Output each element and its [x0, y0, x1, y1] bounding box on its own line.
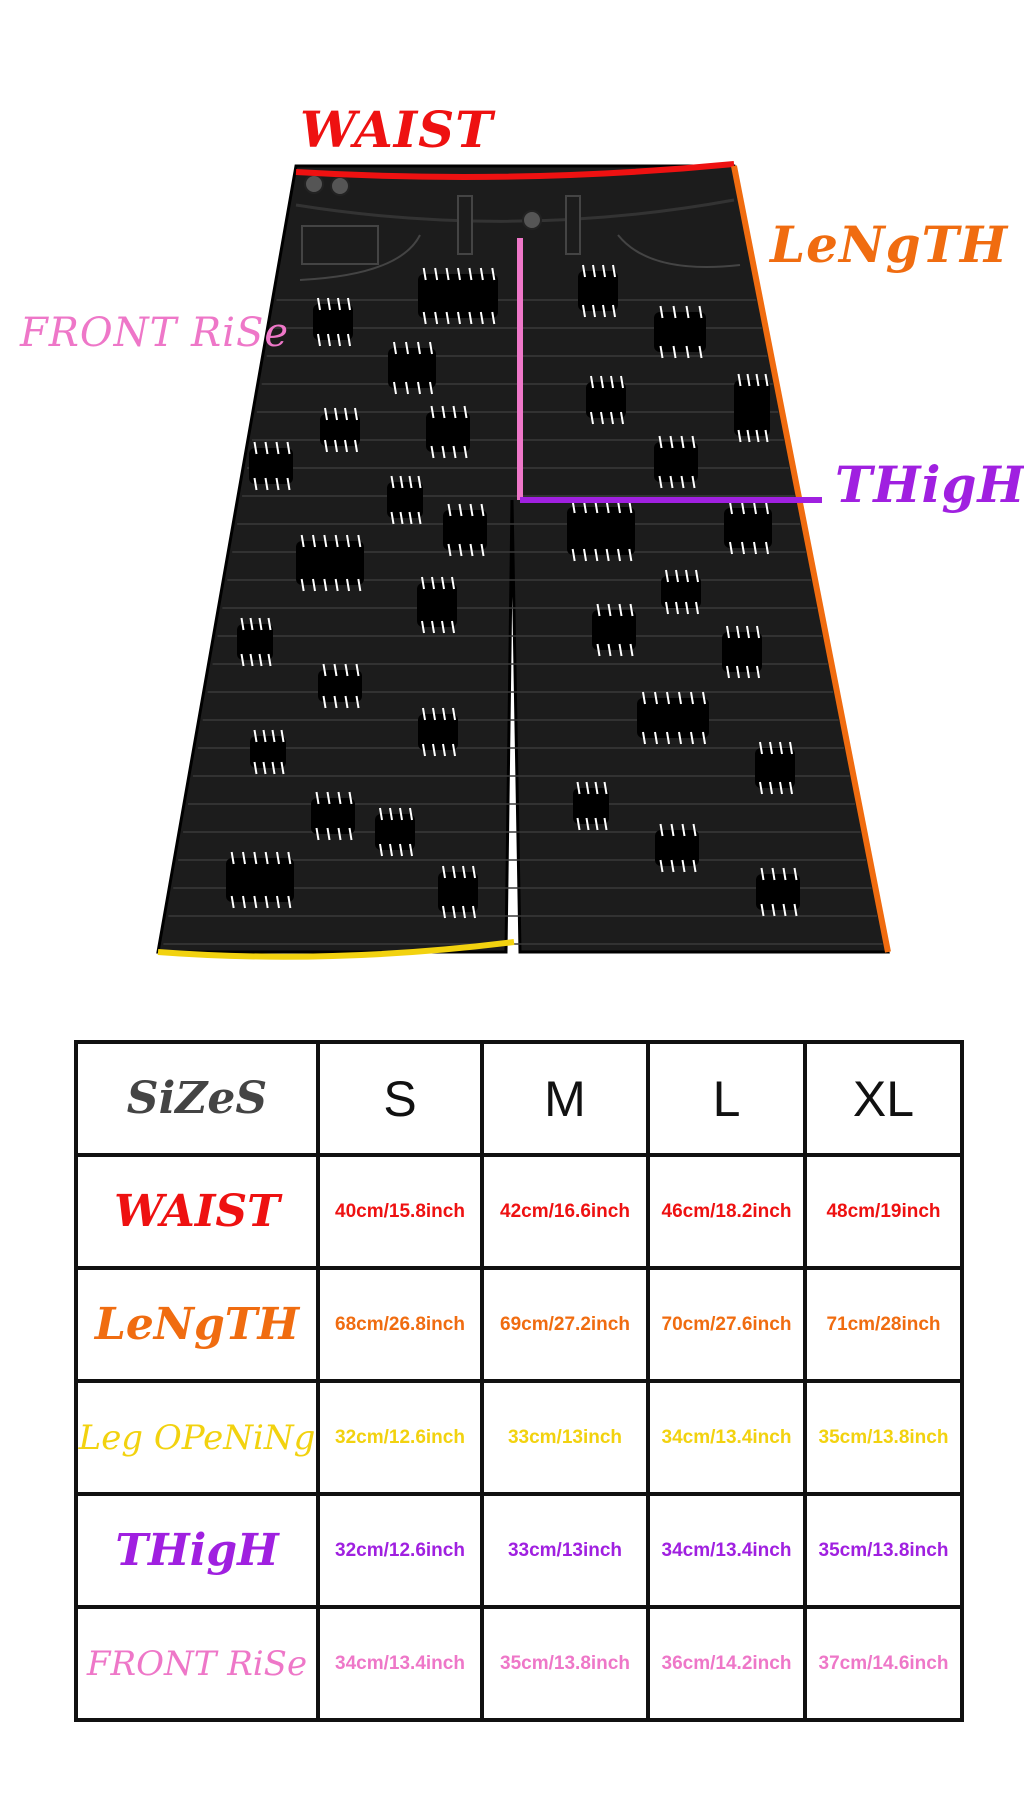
- button: [522, 210, 542, 230]
- measurement-cell: 35cm/13.8inch: [803, 1379, 964, 1496]
- stitched-patch: [249, 441, 293, 491]
- table-row-thigh: THigH 32cm/12.6inch 33cm/13inch 34cm/13.…: [74, 1492, 964, 1609]
- stitched-patch: [387, 475, 423, 525]
- measurement-cell: 34cm/13.4inch: [646, 1379, 807, 1496]
- length-measure-line: [731, 165, 891, 953]
- stitched-patch: [755, 741, 795, 795]
- table-row-waist: WAIST 40cm/15.8inch 42cm/16.6inch 46cm/1…: [74, 1153, 964, 1270]
- front-rise-label: FRONT RiSe: [20, 310, 290, 356]
- measurement-cell: 46cm/18.2inch: [646, 1153, 807, 1270]
- size-header-cell: M: [480, 1040, 650, 1157]
- stitched-patch: [654, 305, 706, 359]
- size-chart-table: SiZeS S M L XL WAIST 40cm/15.8inch 42cm/…: [74, 1040, 964, 1722]
- stitched-patch: [417, 576, 457, 634]
- size-header-cell: L: [646, 1040, 807, 1157]
- stitched-patch: [567, 500, 635, 562]
- shorts-illustration: [156, 161, 891, 960]
- belt-loop: [457, 195, 473, 255]
- stitched-patch: [318, 663, 362, 709]
- stitched-patch: [573, 781, 609, 831]
- stitched-patch: [250, 729, 286, 775]
- thigh-label: THigH: [835, 455, 1024, 514]
- measurement-cell: 35cm/13.8inch: [803, 1492, 964, 1609]
- stitched-patch: [438, 865, 478, 919]
- stitched-patch: [388, 341, 436, 395]
- measurement-cell: 70cm/27.6inch: [646, 1266, 807, 1383]
- measurement-cell: 37cm/14.6inch: [803, 1605, 964, 1722]
- stitched-patch: [654, 435, 698, 489]
- stitched-patch: [756, 867, 800, 917]
- measurement-cell: 34cm/13.4inch: [316, 1605, 484, 1722]
- measurement-cell: 33cm/13inch: [480, 1379, 650, 1496]
- measurement-cell: 71cm/28inch: [803, 1266, 964, 1383]
- button: [330, 176, 350, 196]
- measurement-cell: 36cm/14.2inch: [646, 1605, 807, 1722]
- row-label-waist: WAIST: [74, 1153, 320, 1270]
- size-header-cell: XL: [803, 1040, 964, 1157]
- measurement-cell: 48cm/19inch: [803, 1153, 964, 1270]
- stitched-patch: [722, 625, 762, 679]
- measurement-cell: 33cm/13inch: [480, 1492, 650, 1609]
- measurement-cell: 35cm/13.8inch: [480, 1605, 650, 1722]
- button: [304, 174, 324, 194]
- measurement-cell: 68cm/26.8inch: [316, 1266, 484, 1383]
- stitched-patch: [443, 503, 487, 557]
- belt-loop: [565, 195, 581, 255]
- leg-opening-measure-line: [157, 939, 515, 960]
- measurement-cell: 32cm/12.6inch: [316, 1492, 484, 1609]
- size-header-cell: S: [316, 1040, 484, 1157]
- table-header-row: SiZeS S M L XL: [74, 1040, 964, 1157]
- stitched-patch: [296, 534, 364, 592]
- stitched-patch: [313, 297, 353, 347]
- stitched-patch: [311, 791, 355, 841]
- coin-pocket: [301, 225, 379, 265]
- table-row-leg-opening: Leg OPeNiNg 32cm/12.6inch 33cm/13inch 34…: [74, 1379, 964, 1496]
- row-label-length: LeNgTH: [74, 1266, 320, 1383]
- measurement-cell: 34cm/13.4inch: [646, 1492, 807, 1609]
- stitched-patch: [426, 405, 470, 459]
- measurement-cell: 32cm/12.6inch: [316, 1379, 484, 1496]
- patches: [226, 264, 800, 919]
- row-label-front-rise: FRONT RiSe: [74, 1605, 320, 1722]
- shorts-diagram: WAIST LeNgTH FRONT RiSe THigH: [20, 100, 1024, 960]
- table-row-front-rise: FRONT RiSe 34cm/13.4inch 35cm/13.8inch 3…: [74, 1605, 964, 1722]
- stitched-patch: [734, 373, 770, 443]
- stitched-patch: [320, 407, 360, 453]
- stitched-patch: [724, 501, 772, 555]
- measurement-cell: 42cm/16.6inch: [480, 1153, 650, 1270]
- waist-measure-line: [295, 161, 735, 180]
- length-label: LeNgTH: [770, 215, 1009, 274]
- waistband: [295, 198, 735, 223]
- stitched-patch: [226, 851, 294, 909]
- stitched-patch: [592, 603, 636, 657]
- stitched-patch: [418, 267, 498, 325]
- stitched-patch: [237, 617, 273, 667]
- row-label-leg-opening: Leg OPeNiNg: [74, 1379, 320, 1496]
- waist-label: WAIST: [300, 100, 494, 159]
- stitched-patch: [418, 707, 458, 757]
- pocket-line: [617, 234, 741, 268]
- stitched-patch: [375, 807, 415, 857]
- sizes-header-label: SiZeS: [74, 1040, 320, 1157]
- table-row-length: LeNgTH 68cm/26.8inch 69cm/27.2inch 70cm/…: [74, 1266, 964, 1383]
- measurement-cell: 69cm/27.2inch: [480, 1266, 650, 1383]
- measurement-cell: 40cm/15.8inch: [316, 1153, 484, 1270]
- stitched-patch: [661, 569, 701, 615]
- row-label-thigh: THigH: [74, 1492, 320, 1609]
- pocket-line: [299, 234, 421, 281]
- stitched-patch: [637, 691, 709, 745]
- stitched-patch: [655, 823, 699, 873]
- stitched-patch: [586, 375, 626, 425]
- stitched-patch: [578, 264, 618, 318]
- stripes: [163, 299, 883, 945]
